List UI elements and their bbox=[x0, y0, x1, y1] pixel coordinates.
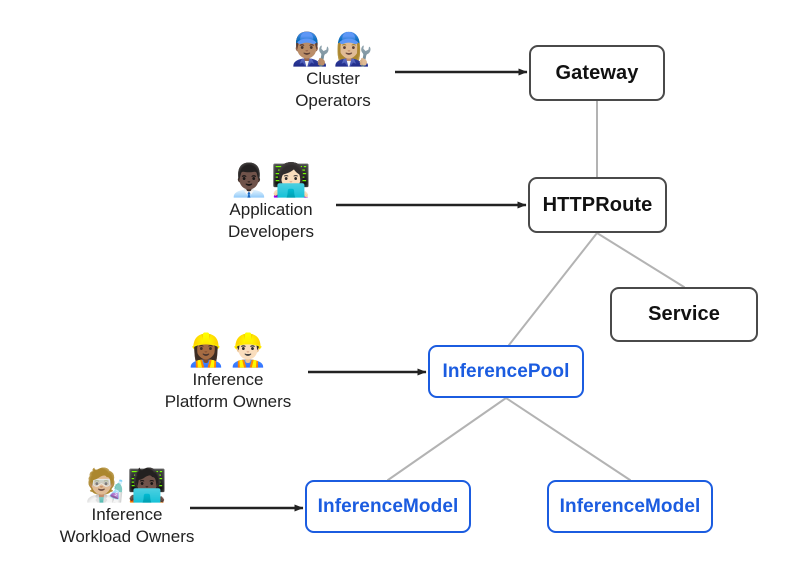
actor-label: Inference Workload Owners bbox=[59, 505, 195, 546]
edge-httproute-inferencepool bbox=[508, 232, 598, 346]
actor-label: Inference Platform Owners bbox=[164, 370, 292, 411]
man-mechanic-icon-and-woman-mechanic-icon: 👨🏽‍🔧👩🏼‍🔧 bbox=[291, 30, 375, 68]
actor-label: Application Developers bbox=[228, 200, 314, 241]
woman-construction-worker-icon-and-man-construction-worker-icon: 👷🏾‍♀️👷🏻‍♂️ bbox=[186, 331, 270, 369]
scientist-icon-and-technologist-icon: 🧑🏼‍🔬🧑🏿‍💻 bbox=[85, 466, 169, 504]
edge-pool-model2 bbox=[505, 397, 631, 481]
node-label: InferenceModel bbox=[559, 495, 701, 517]
actor-cluster-operators: 👨🏽‍🔧👩🏼‍🔧Cluster Operators bbox=[262, 30, 404, 112]
node-label: Service bbox=[648, 303, 720, 325]
actor-inference-platform-owners: 👷🏾‍♀️👷🏻‍♂️Inference Platform Owners bbox=[152, 331, 304, 413]
edge-pool-model1 bbox=[387, 397, 507, 481]
node-inferencepool[interactable]: InferencePool bbox=[428, 345, 584, 398]
actor-arrows bbox=[190, 68, 528, 512]
node-label: InferenceModel bbox=[317, 495, 459, 517]
node-label: InferencePool bbox=[442, 360, 570, 382]
node-label: HTTPRoute bbox=[542, 193, 653, 216]
edge-httproute-service bbox=[596, 232, 685, 288]
node-inferencemodel2[interactable]: InferenceModel bbox=[547, 480, 713, 533]
node-service[interactable]: Service bbox=[610, 287, 758, 342]
node-inferencemodel1[interactable]: InferenceModel bbox=[305, 480, 471, 533]
man-office-worker-icon-and-woman-technologist-icon: 👨🏿‍💼👩🏻‍💻 bbox=[229, 161, 313, 199]
actor-label: Cluster Operators bbox=[295, 69, 371, 110]
node-httproute[interactable]: HTTPRoute bbox=[528, 177, 667, 233]
actor-application-developers: 👨🏿‍💼👩🏻‍💻Application Developers bbox=[200, 161, 342, 243]
actor-inference-workload-owners: 🧑🏼‍🔬🧑🏿‍💻Inference Workload Owners bbox=[47, 466, 207, 548]
node-gateway[interactable]: Gateway bbox=[529, 45, 665, 101]
node-label: Gateway bbox=[555, 61, 639, 84]
